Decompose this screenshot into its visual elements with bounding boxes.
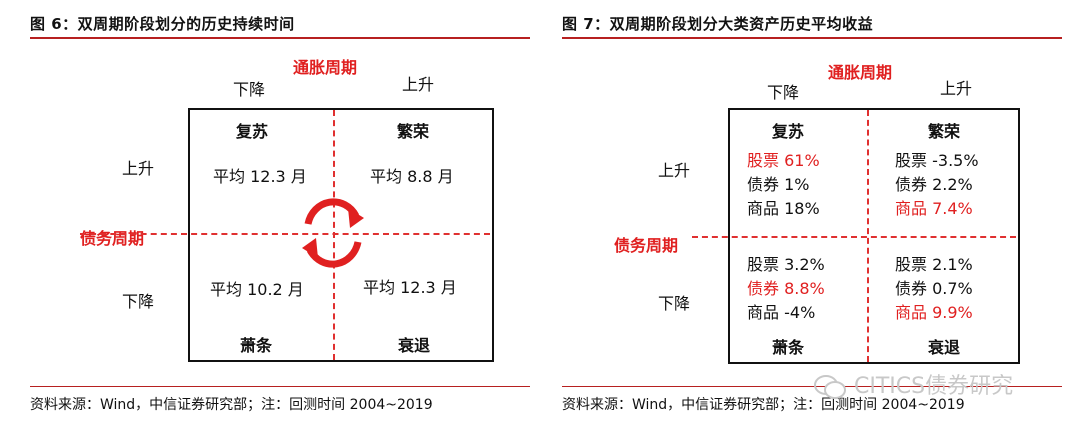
top-up-label: 上升 (940, 79, 973, 98)
debt-cycle-label: 债务周期 (80, 229, 145, 248)
figure-7: 图 7：双周期阶段划分大类资产历史平均收益 通胀周期 下降 上升 上升 债务周期… (562, 0, 1062, 430)
stock-return-row: 股票 3.2% (747, 255, 825, 274)
depression-duration: 平均 10.2 月 (210, 280, 304, 299)
boom-duration: 平均 8.8 月 (370, 167, 454, 186)
commodity-return-row: 商品 9.9% (895, 303, 973, 322)
inflation-cycle-label: 通胀周期 (293, 58, 358, 77)
bond-return-row: 债券 1% (747, 175, 810, 194)
recovery-title: 复苏 (772, 122, 805, 141)
recovery-returns: 股票 61% 债券 1% 商品 18% (747, 149, 820, 221)
top-down-label: 下降 (767, 83, 800, 102)
boom-returns: 股票 -3.5% 债券 2.2% 商品 7.4% (895, 149, 979, 221)
stock-return-row: 股票 -3.5% (895, 151, 979, 170)
top-up-label: 上升 (402, 75, 435, 94)
commodity-return-row: 商品 -4% (747, 303, 816, 322)
horizontal-divider (80, 233, 490, 235)
quadrant-box (188, 108, 494, 362)
depression-title: 萧条 (772, 338, 805, 357)
boom-title: 繁荣 (397, 122, 430, 141)
recession-returns: 股票 2.1% 债券 0.7% 商品 9.9% (895, 253, 973, 325)
stock-return-row: 股票 2.1% (895, 255, 973, 274)
source-rule (30, 386, 530, 387)
left-up-label: 上升 (658, 161, 691, 180)
commodity-return-row: 商品 7.4% (895, 199, 973, 218)
source-note: 资料来源：Wind，中信证券研究部；注：回测时间 2004~2019 (562, 397, 965, 413)
title-rule (30, 37, 530, 39)
recession-title: 衰退 (398, 336, 431, 355)
figure-7-title: 图 7：双周期阶段划分大类资产历史平均收益 (562, 15, 874, 33)
left-down-label: 下降 (658, 294, 691, 313)
cycle-arrows-icon (302, 198, 364, 268)
watermark: CITICS债券研究 (813, 368, 1013, 400)
recovery-title: 复苏 (236, 122, 269, 141)
figure-6-title: 图 6：双周期阶段划分的历史持续时间 (30, 15, 295, 33)
left-down-label: 下降 (122, 292, 155, 311)
depression-title: 萧条 (240, 336, 273, 355)
figure-6: 图 6：双周期阶段划分的历史持续时间 通胀周期 下降 上升 上升 债务周期 下降… (30, 0, 530, 430)
debt-cycle-label: 债务周期 (614, 236, 679, 255)
commodity-return-row: 商品 18% (747, 199, 820, 218)
stock-return-row: 股票 61% (747, 151, 820, 170)
title-rule (562, 37, 1062, 39)
bond-return-row: 债券 2.2% (895, 175, 973, 194)
depression-returns: 股票 3.2% 债券 8.8% 商品 -4% (747, 253, 825, 325)
bond-return-row: 债券 8.8% (747, 279, 825, 298)
source-rule (562, 386, 1062, 387)
inflation-cycle-label: 通胀周期 (828, 63, 893, 82)
recession-duration: 平均 12.3 月 (363, 278, 457, 297)
wechat-icon (814, 375, 846, 399)
recession-title: 衰退 (928, 338, 961, 357)
horizontal-divider (692, 236, 1016, 238)
top-down-label: 下降 (233, 80, 266, 99)
left-up-label: 上升 (122, 159, 155, 178)
source-note: 资料来源：Wind，中信证券研究部；注：回测时间 2004~2019 (30, 397, 433, 413)
bond-return-row: 债券 0.7% (895, 279, 973, 298)
recovery-duration: 平均 12.3 月 (213, 167, 307, 186)
boom-title: 繁荣 (928, 122, 961, 141)
watermark-text: CITICS债券研究 (854, 374, 1014, 399)
vertical-divider (333, 110, 335, 360)
